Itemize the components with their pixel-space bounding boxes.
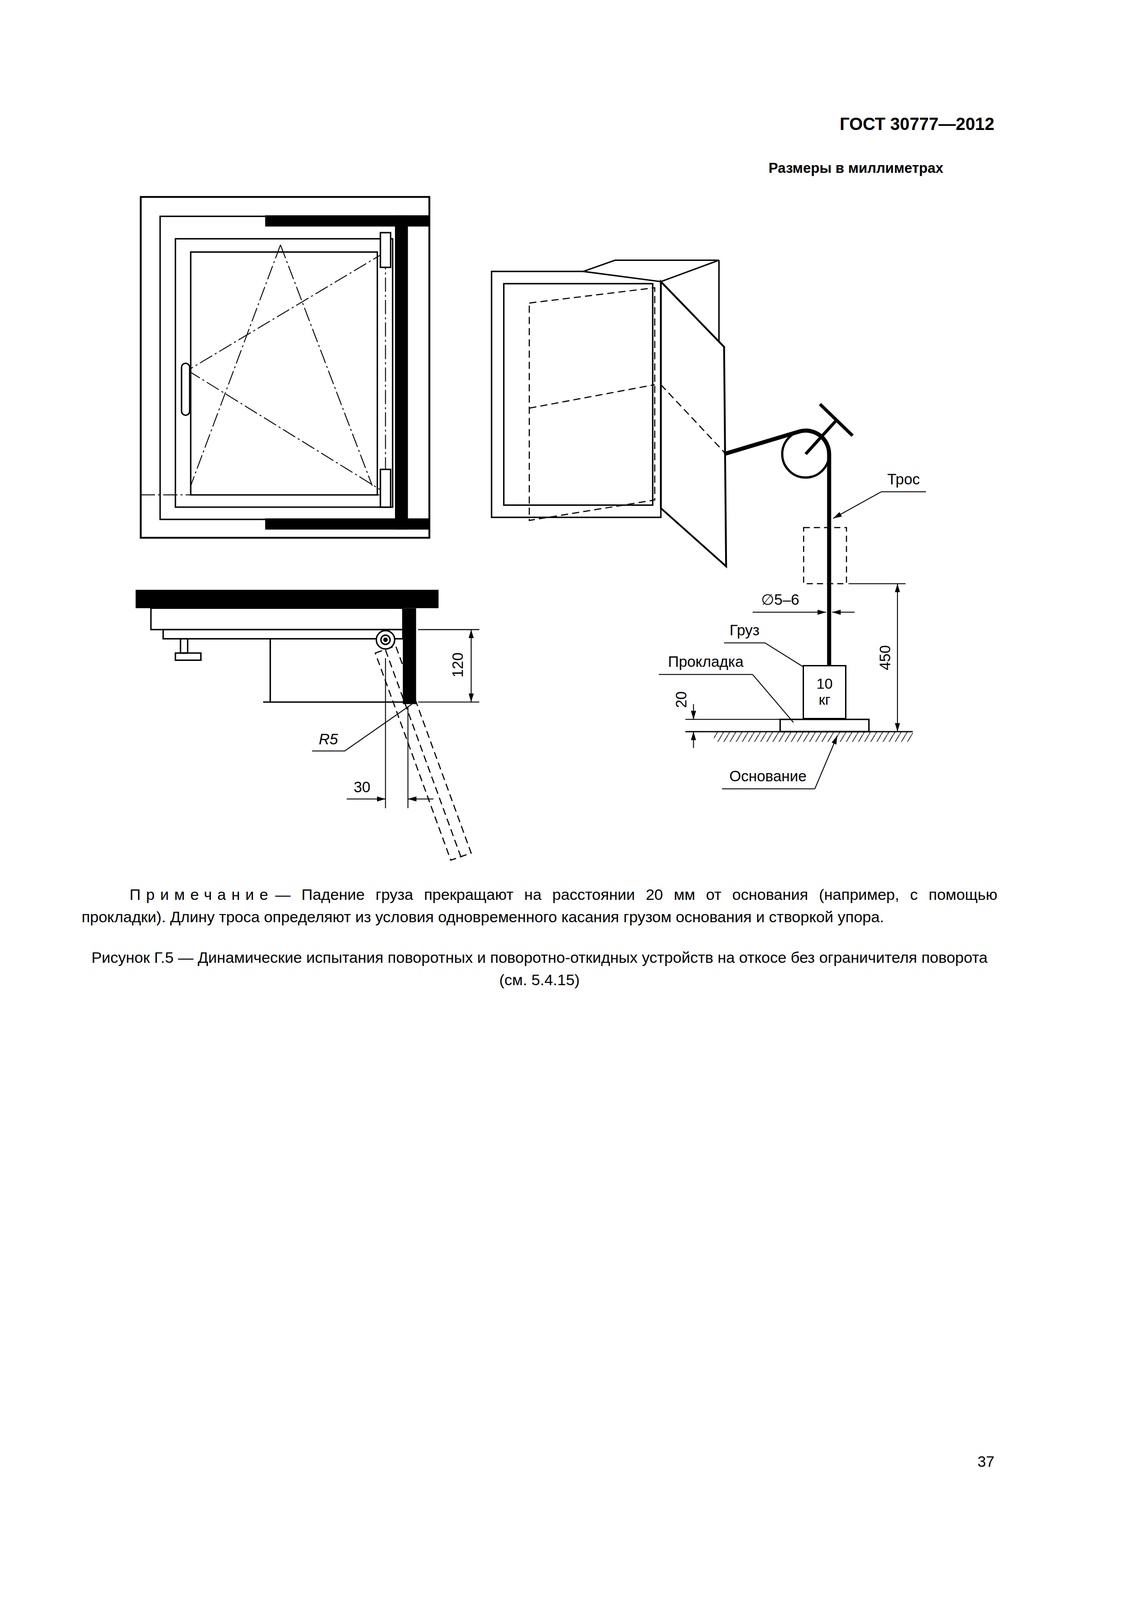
units-note: Размеры в миллиметрах (768, 160, 944, 177)
dimension-value: 450 (876, 645, 894, 671)
part-label: Груз (729, 621, 760, 639)
note-paragraph: Примечание— Падение груза прекращают на … (81, 883, 998, 929)
part-label: Трос (887, 470, 921, 488)
diameter-value: ∅5–6 (761, 591, 800, 609)
dimension-value: 30 (353, 778, 371, 796)
plan-section (135, 589, 480, 861)
page-number: 37 (977, 1452, 995, 1471)
part-label: Основание (729, 767, 807, 785)
note-heading: Примечание (129, 885, 274, 903)
figure-caption: Рисунок Г.5 — Динамические испытания пов… (81, 946, 998, 991)
window-elevation (140, 197, 430, 538)
test-rig (491, 259, 927, 789)
weight-label: 10 кг (809, 675, 840, 708)
radius-value: R5 (318, 730, 338, 748)
dimension-value: 120 (449, 652, 467, 678)
weight-box: 10 кг (802, 664, 847, 720)
part-label: Прокладка (668, 653, 744, 671)
dimension-value: 20 (672, 691, 691, 709)
page-header: ГОСТ 30777—2012 (839, 114, 995, 135)
node-text-group: 10 кг (809, 675, 840, 708)
